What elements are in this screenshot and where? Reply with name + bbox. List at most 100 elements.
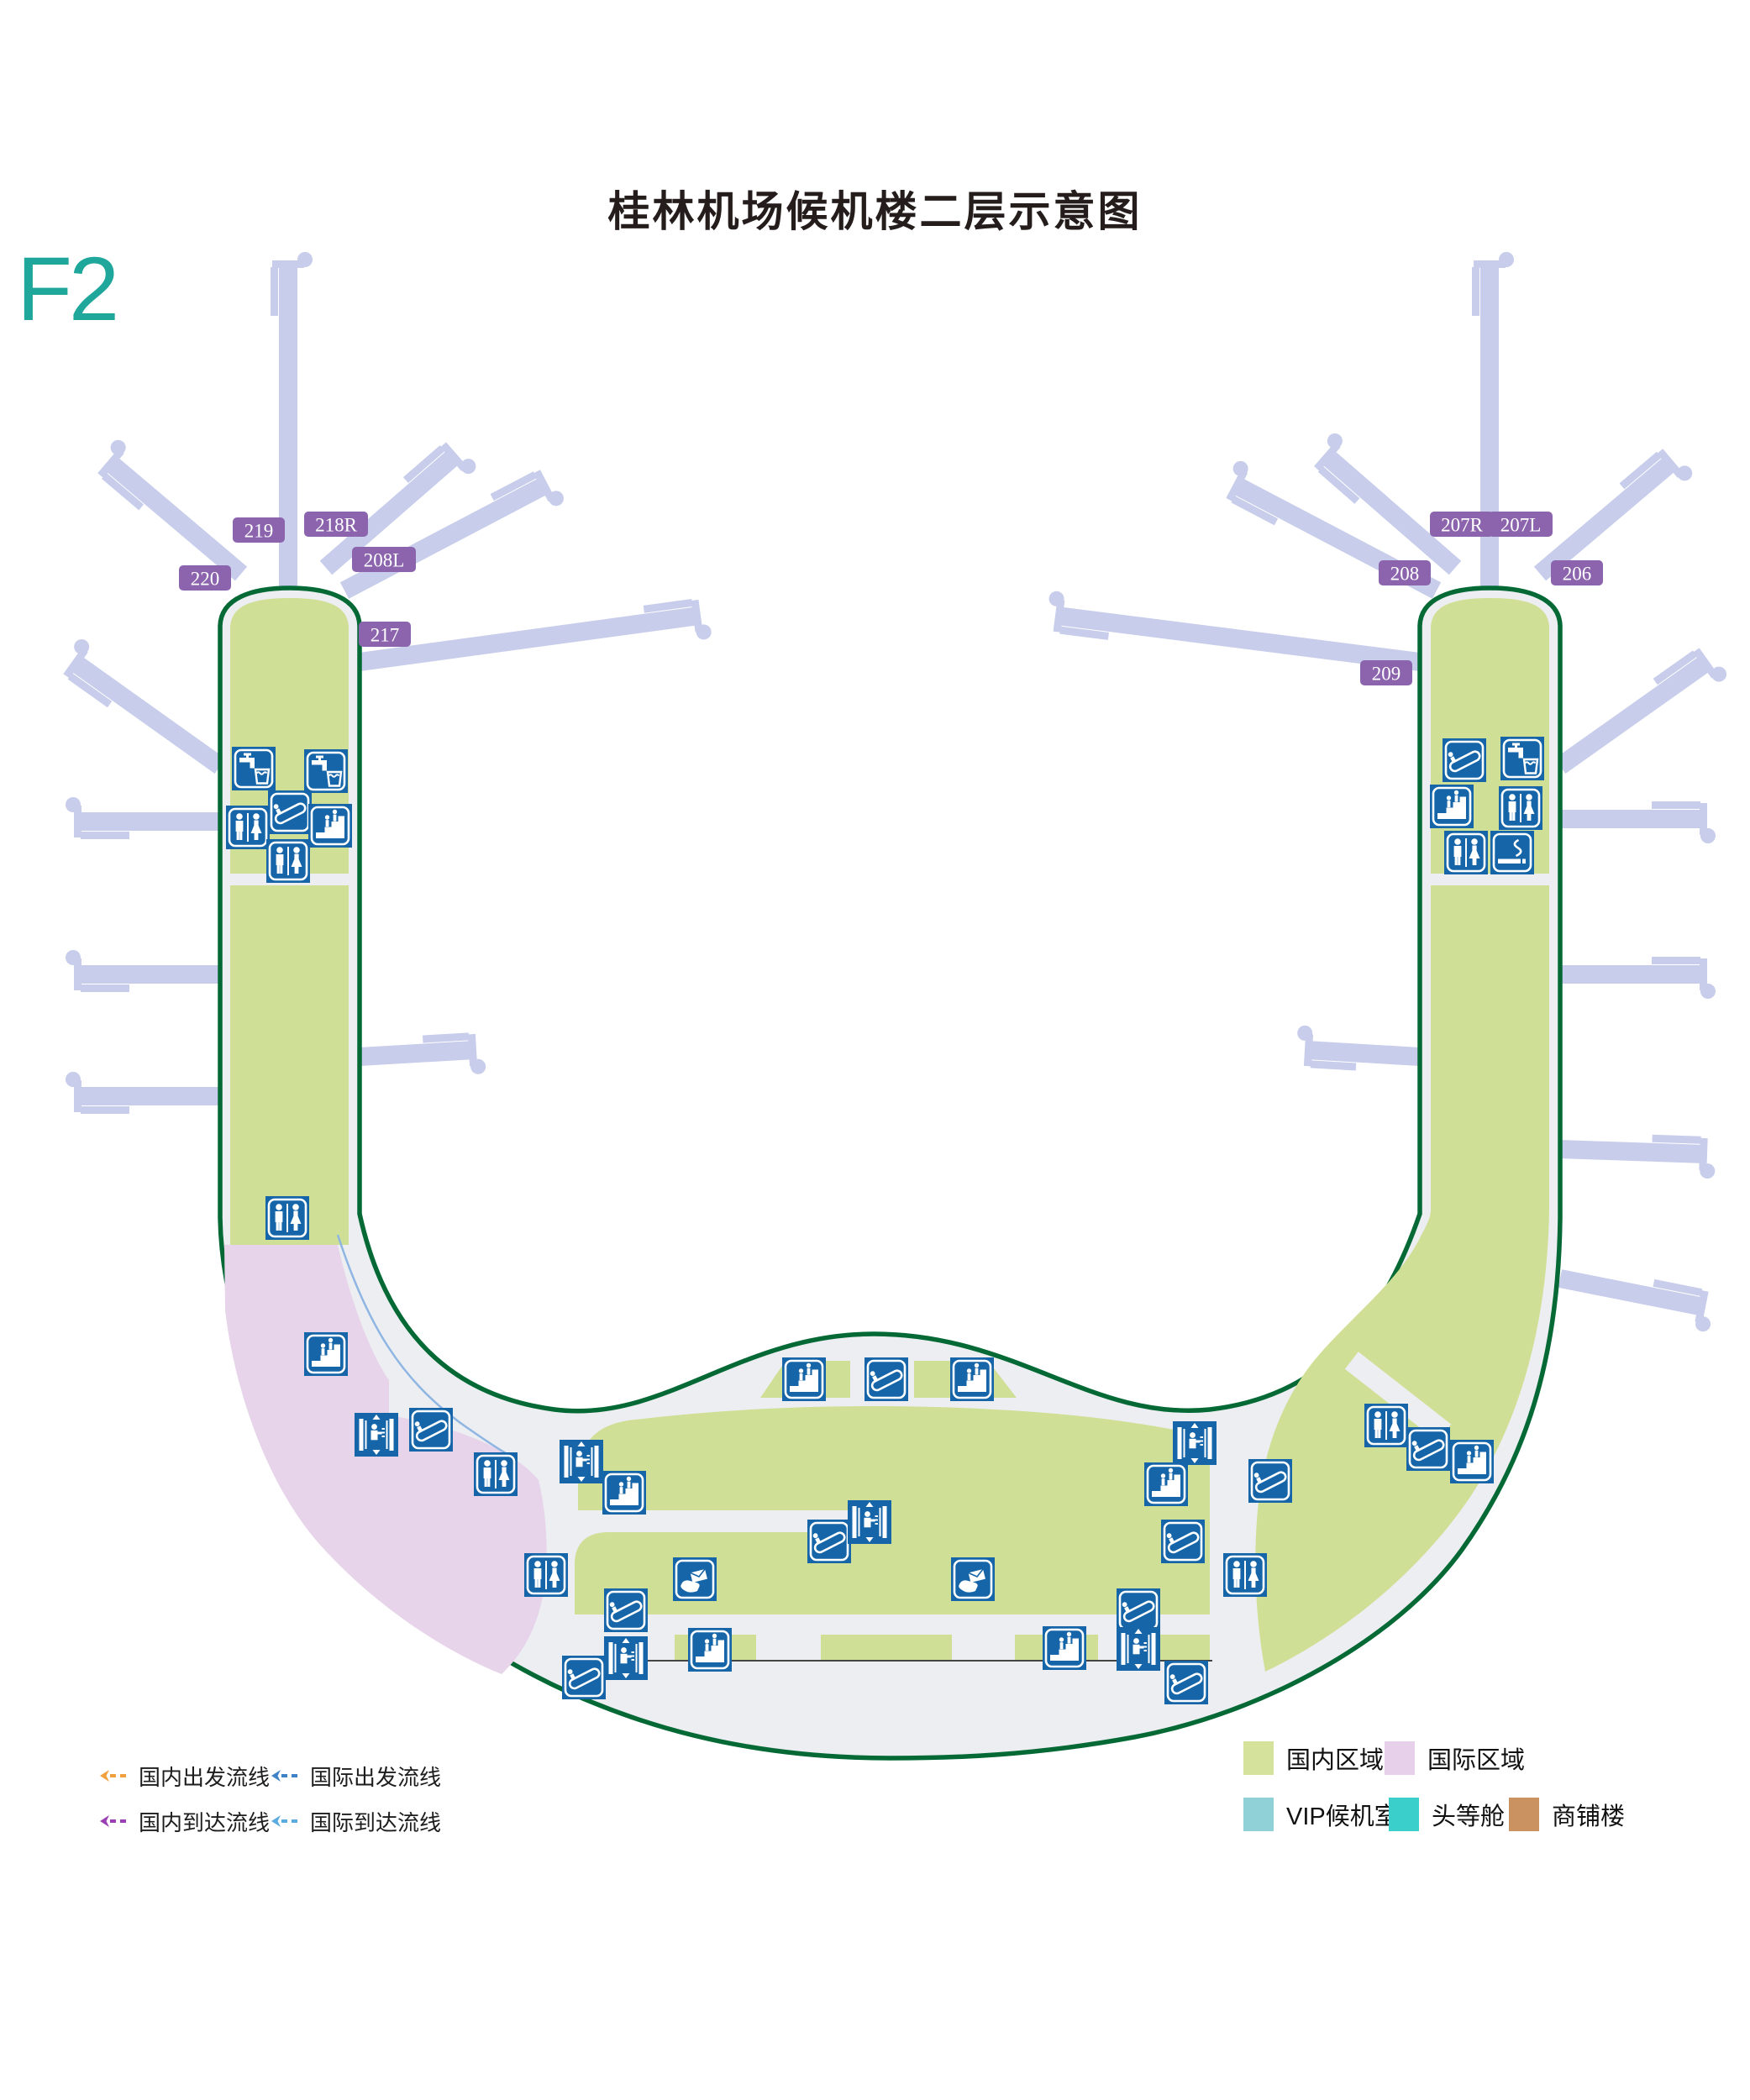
arrival-flow-line: [336, 1234, 507, 1455]
gate-number: 207L: [1500, 515, 1542, 536]
jet-bridges: [63, 252, 1727, 1332]
legend-first-class: 头等舱: [1389, 1797, 1505, 1832]
gate-badge-207L: 207L: [1489, 512, 1553, 537]
restroom-icon: [226, 806, 270, 849]
page-title: 桂林机场候机楼二层示意图: [607, 188, 1143, 235]
escalator-icon: [562, 1656, 606, 1699]
zone-domestic: [821, 1635, 952, 1662]
gate-badge-219: 219: [233, 517, 285, 543]
legend-label: 头等舱: [1432, 1803, 1506, 1830]
restroom-icon: [524, 1553, 568, 1597]
elevator-icon: [604, 1636, 648, 1680]
zone-domestic: [230, 885, 349, 1245]
gate-badge-217: 217: [359, 622, 411, 647]
restroom-icon: [1444, 831, 1488, 874]
gate-number: 208L: [364, 550, 405, 571]
elevator-icon: [848, 1500, 891, 1544]
restroom-icon: [1223, 1553, 1267, 1597]
zone-domestic: [1255, 885, 1549, 1672]
jet-bridge: [1533, 449, 1693, 581]
gate-number: 207R: [1441, 515, 1484, 536]
elevator-icon: [1117, 1627, 1160, 1671]
stairs-icon: [1450, 1440, 1494, 1483]
international-area-swatch: [1385, 1741, 1415, 1775]
jet-bridge: [1559, 1134, 1716, 1179]
water-icon: [1500, 737, 1544, 780]
stairs-icon: [1430, 785, 1474, 828]
legend-label: 国内出发流线: [139, 1764, 271, 1790]
legend-international-area: 国际区域: [1385, 1740, 1525, 1776]
jet-bridge: [319, 442, 476, 575]
legend-label: VIP候机室: [1286, 1803, 1399, 1830]
escalator-icon: [1161, 1520, 1205, 1563]
ticket-icon: [673, 1557, 717, 1601]
jet-bridge: [1048, 591, 1422, 671]
stairs-icon: [1043, 1626, 1086, 1670]
jet-bridge: [358, 599, 712, 671]
jet-bridge: [271, 252, 313, 588]
jet-bridge: [66, 797, 220, 839]
legend-label: 商铺楼: [1552, 1803, 1626, 1830]
gate-labels: 219 218R 220 208L 217 207R 207L 208 206 209: [179, 512, 1603, 685]
escalator-icon: [807, 1520, 851, 1563]
jet-bridge: [1297, 1025, 1421, 1071]
stairs-icon: [304, 1332, 348, 1376]
escalator-icon: [1164, 1661, 1208, 1704]
gate-number: 219: [244, 521, 274, 542]
gate-badge-220: 220: [179, 565, 231, 591]
jet-bridge: [97, 439, 248, 581]
jet-bridge: [66, 1072, 220, 1114]
elevator-icon: [560, 1440, 603, 1483]
elevator-icon: [355, 1413, 398, 1457]
jet-bridge: [359, 1032, 486, 1074]
jet-bridge: [1560, 957, 1716, 999]
restroom-icon: [474, 1452, 518, 1496]
escalator-icon: [864, 1357, 908, 1401]
shops-swatch: [1509, 1798, 1539, 1831]
escalator-icon: [604, 1588, 648, 1632]
vip-lounge-swatch: [1243, 1798, 1274, 1831]
domestic-area-swatch: [1243, 1741, 1274, 1775]
gate-badge-208L: 208L: [352, 547, 416, 572]
legend-label: 国内区域: [1286, 1747, 1385, 1774]
legend-domestic-area: 国内区域: [1243, 1740, 1384, 1776]
escalator-icon: [1406, 1427, 1450, 1471]
legend-label: 国际区域: [1427, 1747, 1526, 1774]
gate-number: 206: [1563, 564, 1592, 585]
jet-bridge: [1554, 648, 1727, 774]
elevator-icon: [1173, 1421, 1217, 1465]
legend-label: 国内到达流线: [139, 1809, 271, 1835]
jet-bridge: [1472, 252, 1514, 588]
gate-number: 217: [370, 625, 400, 646]
escalator-icon: [1443, 738, 1486, 782]
gate-badge-207R: 207R: [1430, 512, 1494, 537]
gate-badge-218R: 218R: [304, 512, 368, 537]
gate-badge-208: 208: [1379, 560, 1431, 585]
legend-domestic-departure-flow: 国内出发流线: [99, 1762, 271, 1790]
escalator-icon: [1248, 1459, 1292, 1503]
legend-label: 国际到达流线: [310, 1809, 442, 1835]
floor-label: F2: [17, 238, 119, 339]
stairs-icon: [950, 1357, 994, 1401]
gate-badge-209: 209: [1360, 660, 1412, 685]
legend-shops: 商铺楼: [1509, 1797, 1625, 1832]
escalator-icon: [409, 1408, 453, 1452]
water-icon: [304, 749, 348, 793]
restroom-icon: [1499, 786, 1542, 830]
ticket-icon: [951, 1557, 995, 1601]
gate-number: 218R: [315, 515, 358, 536]
jet-bridge: [1314, 433, 1462, 575]
stairs-icon: [308, 804, 352, 848]
jet-bridge: [63, 638, 226, 774]
gate-number: 220: [191, 569, 220, 590]
legend-international-departure-flow: 国际出发流线: [271, 1762, 441, 1790]
restroom-icon: [266, 839, 310, 883]
stairs-icon: [1144, 1462, 1188, 1506]
legend-vip-lounge: VIP候机室: [1243, 1797, 1399, 1832]
zone-domestic: [575, 1509, 1210, 1614]
stairs-icon: [688, 1628, 732, 1672]
jet-bridge: [1558, 1269, 1711, 1332]
jet-bridge: [66, 950, 220, 992]
